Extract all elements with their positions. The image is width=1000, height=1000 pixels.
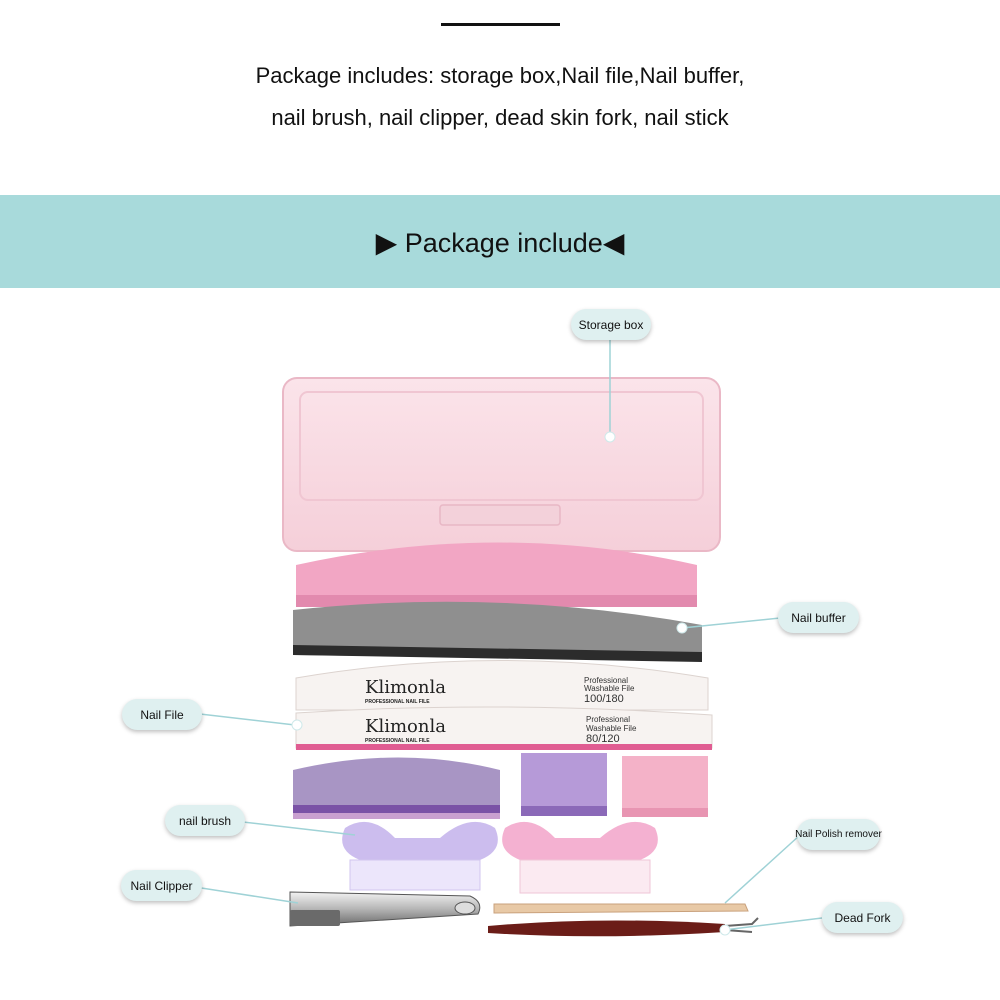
- callout-leaders: [194, 338, 823, 931]
- nail-file-2: Klimonla PROFESSIONAL NAIL FILE Professi…: [295, 706, 713, 750]
- file-2-grit: 80/120: [586, 733, 620, 745]
- callout-nail-buffer: Nail buffer: [778, 602, 859, 633]
- purple-block: [521, 753, 607, 816]
- right-arrow-icon: ▶: [375, 227, 398, 259]
- intro-line-2: nail brush, nail clipper, dead skin fork…: [271, 105, 729, 130]
- file-1-desc1: Professional: [584, 676, 628, 685]
- storage-box: [282, 377, 721, 552]
- file-2-desc2: Washable File: [586, 724, 637, 733]
- callout-nail-brush: nail brush: [165, 805, 245, 836]
- dead-fork: [488, 917, 759, 937]
- pink-nail-brush: [502, 821, 658, 894]
- purple-buffer: [293, 757, 500, 819]
- file-1-brand: Klimonla: [365, 677, 446, 698]
- nail-file-1: Klimonla PROFESSIONAL NAIL FILE Professi…: [295, 660, 709, 711]
- callout-dots: [291, 431, 731, 936]
- callout-dead-fork: Dead Fork: [822, 902, 903, 933]
- intro-line-1: Package includes: storage box,Nail file,…: [255, 63, 745, 88]
- pink-block: [622, 756, 708, 817]
- callout-nail-clipper: Nail Clipper: [121, 870, 202, 901]
- callout-nail-file: Nail File: [122, 699, 202, 730]
- file-2-desc1: Professional: [586, 715, 630, 724]
- callout-nail-polish-remover: Nail Polish remover: [795, 819, 882, 850]
- file-2-sub: PROFESSIONAL NAIL FILE: [365, 738, 430, 744]
- callout-storage-box: Storage box: [571, 309, 651, 340]
- purple-nail-brush: [342, 821, 498, 891]
- file-2-brand: Klimonla: [365, 716, 446, 737]
- file-1-sub: PROFESSIONAL NAIL FILE: [365, 699, 430, 705]
- nail-polish-remover-stick: [493, 903, 749, 914]
- nail-buffer: [293, 601, 702, 662]
- left-arrow-icon: ◀: [602, 227, 625, 259]
- nail-clipper: [289, 891, 481, 927]
- file-1-grit: 100/180: [584, 693, 624, 705]
- section-title: ▶ Package include◀: [0, 227, 1000, 261]
- pink-file: [296, 542, 697, 607]
- top-divider: [441, 23, 560, 26]
- section-title-text: Package include: [404, 228, 603, 258]
- file-1-desc2: Washable File: [584, 684, 635, 693]
- section-banner: [0, 195, 1000, 288]
